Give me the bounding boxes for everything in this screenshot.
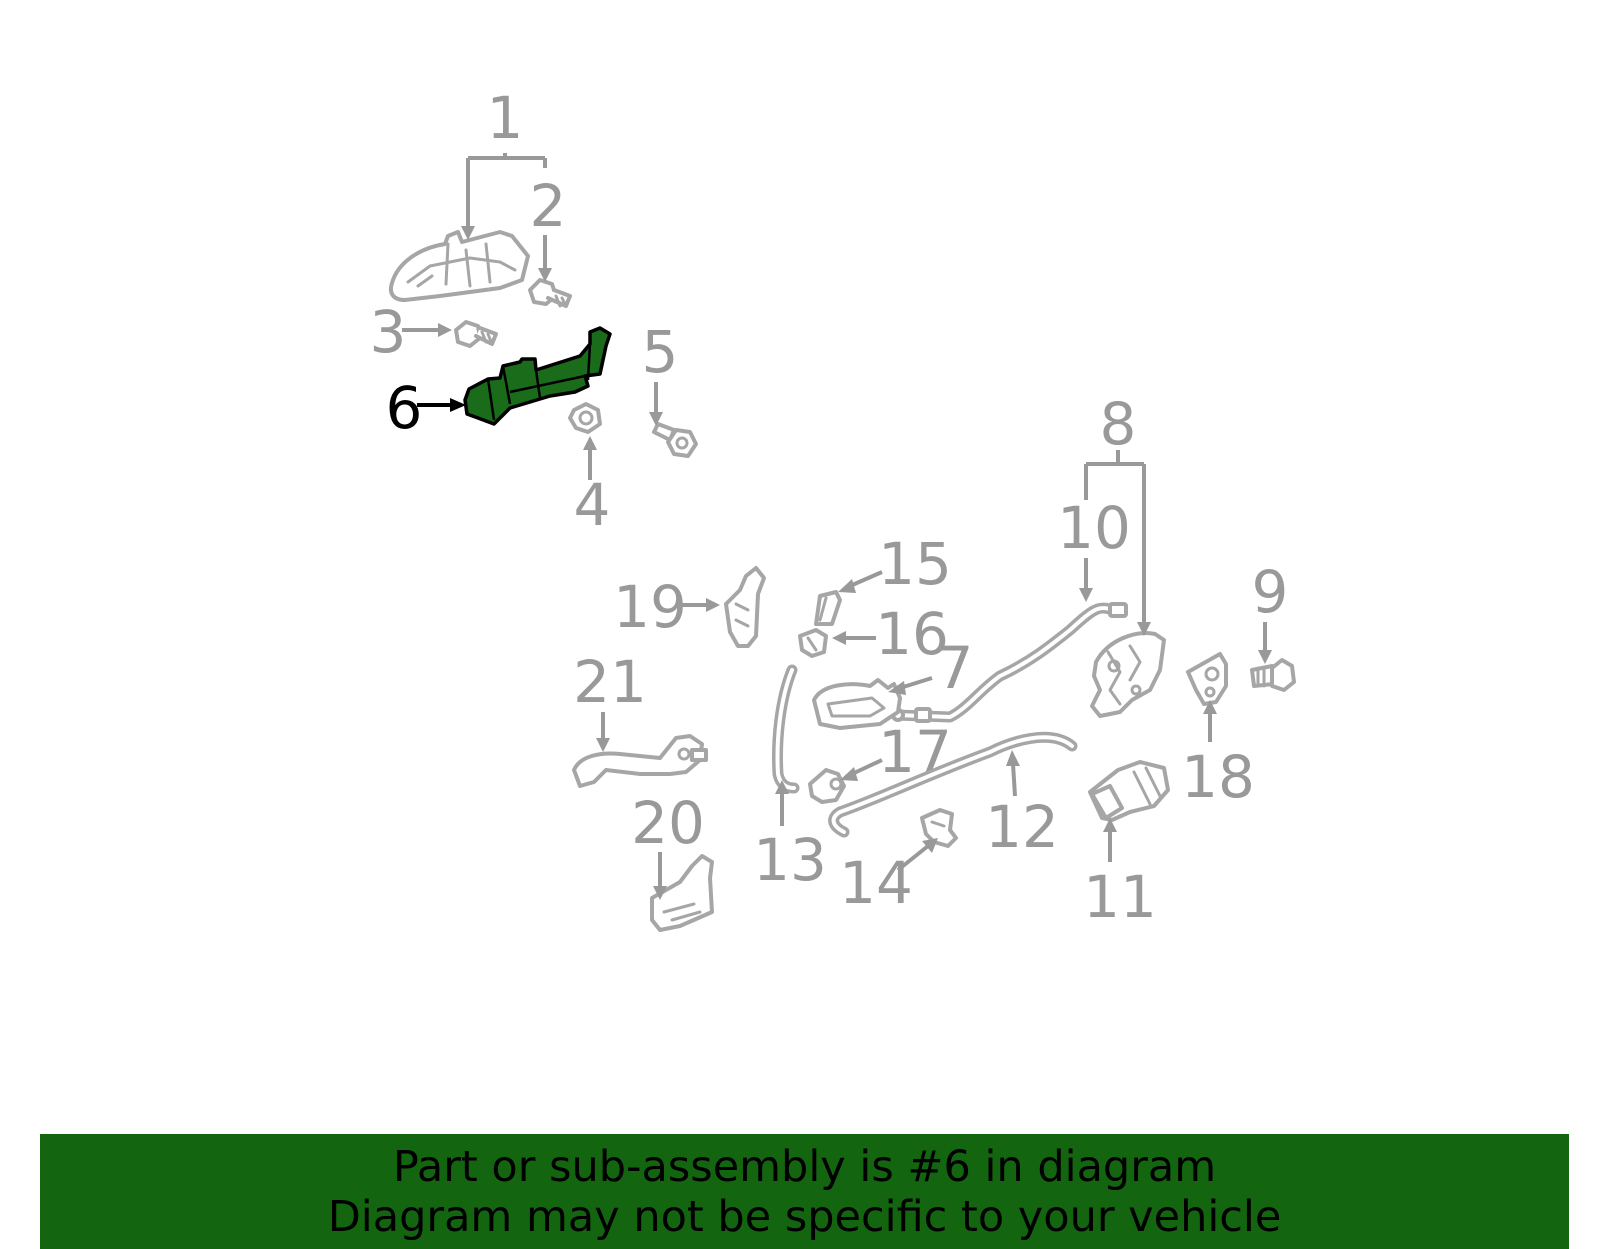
callout-10: 10 bbox=[1057, 494, 1131, 562]
callout-7-leader bbox=[888, 676, 933, 695]
part-6-handle-reinforcement[interactable] bbox=[463, 326, 612, 426]
callout-14: 14 bbox=[839, 849, 913, 917]
callout-12: 12 bbox=[985, 793, 1059, 861]
callout-9: 9 bbox=[1252, 558, 1289, 626]
callout-1-leader bbox=[461, 153, 547, 240]
callout-3-leader bbox=[402, 323, 452, 337]
part-14-clip[interactable] bbox=[920, 808, 958, 848]
callout-11: 11 bbox=[1083, 863, 1157, 931]
callout-18: 18 bbox=[1181, 743, 1255, 811]
part-12-rod[interactable] bbox=[828, 731, 1078, 838]
callout-4-leader bbox=[583, 436, 597, 480]
callout-8-leader bbox=[1084, 450, 1151, 636]
callout-18-leader bbox=[1203, 700, 1217, 742]
part-9-screw[interactable] bbox=[1250, 658, 1296, 692]
callout-16-leader bbox=[832, 631, 876, 645]
info-banner: Part or sub-assembly is #6 in diagram Di… bbox=[40, 1134, 1569, 1249]
callout-1: 1 bbox=[487, 84, 524, 152]
banner-line-2: Diagram may not be specific to your vehi… bbox=[327, 1192, 1282, 1242]
part-8-door-lock[interactable] bbox=[1090, 631, 1166, 718]
part-10-lock-cable[interactable] bbox=[890, 602, 1128, 723]
callout-21-leader bbox=[596, 712, 610, 752]
part-11-lock-actuator[interactable] bbox=[1088, 760, 1170, 822]
callout-8: 8 bbox=[1100, 390, 1137, 458]
callout-17-leader bbox=[840, 758, 883, 781]
callout-6: 6 bbox=[386, 374, 423, 442]
part-20-hinge[interactable] bbox=[650, 854, 714, 932]
part-13-rod[interactable] bbox=[772, 664, 800, 794]
part-5-bolt[interactable] bbox=[652, 422, 698, 458]
part-21-check-link[interactable] bbox=[572, 734, 708, 788]
part-15-clip[interactable] bbox=[814, 590, 842, 626]
callout-21: 21 bbox=[573, 648, 647, 716]
callout-12-leader bbox=[1006, 750, 1020, 797]
part-16-clip[interactable] bbox=[798, 628, 828, 658]
callout-5: 5 bbox=[642, 318, 679, 386]
part-18-striker[interactable] bbox=[1186, 652, 1228, 706]
callout-9-leader bbox=[1258, 622, 1272, 664]
callout-16: 16 bbox=[875, 600, 949, 668]
callout-7: 7 bbox=[937, 634, 974, 702]
part-2-bolt[interactable] bbox=[528, 278, 572, 308]
callout-15-leader bbox=[838, 570, 883, 593]
callout-10-leader bbox=[1079, 558, 1093, 602]
part-1-outside-handle[interactable] bbox=[388, 230, 530, 302]
callout-3: 3 bbox=[370, 298, 407, 366]
callout-6-leader bbox=[417, 398, 466, 412]
callout-14-leader bbox=[896, 838, 938, 872]
callout-20: 20 bbox=[631, 789, 705, 857]
callout-5-leader bbox=[649, 382, 663, 426]
part-4-nut[interactable] bbox=[568, 402, 602, 434]
callout-20-leader bbox=[653, 852, 667, 900]
part-7-inside-handle[interactable] bbox=[812, 678, 902, 730]
callout-13-leader bbox=[775, 780, 789, 826]
callout-2: 2 bbox=[530, 172, 567, 240]
callout-4: 4 bbox=[574, 471, 611, 539]
part-3-screw[interactable] bbox=[454, 320, 498, 348]
callout-19-leader bbox=[676, 598, 720, 612]
part-17-clip[interactable] bbox=[808, 768, 846, 804]
callout-19: 19 bbox=[613, 573, 687, 641]
callout-13: 13 bbox=[753, 826, 827, 894]
part-19-bracket[interactable] bbox=[724, 566, 766, 648]
callout-11-leader bbox=[1103, 818, 1117, 862]
banner-line-1: Part or sub-assembly is #6 in diagram bbox=[392, 1142, 1217, 1192]
callout-15: 15 bbox=[878, 530, 952, 598]
callout-2-leader bbox=[538, 235, 552, 282]
